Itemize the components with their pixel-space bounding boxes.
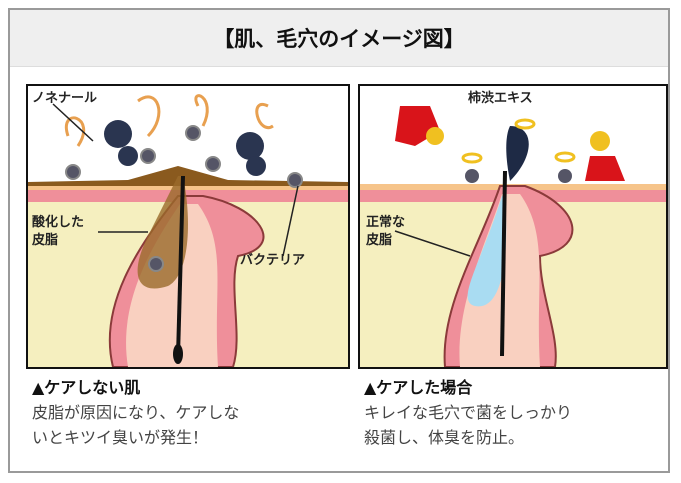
page-title: 【肌、毛穴のイメージ図】 [10,10,668,67]
untreated-skin-illustration: ノネナール 酸化した 皮脂 バクテリア [26,84,350,369]
untreated-description-line-1: 皮脂が原因になり、ケアしな [32,403,240,422]
label-nonenal: ノネナール [32,91,97,106]
treated-description-line-1: キレイな毛穴で菌をしっかり [364,403,573,422]
treated-skin-illustration: 柿渋エキス 正常な 皮脂 [358,84,668,369]
diagram-frame: 【肌、毛穴のイメージ図】 ノネナ [8,8,670,473]
untreated-caption: ▲ケアしない肌 [32,378,141,397]
treated-caption: ▲ケアした場合 [364,378,473,397]
label-normal-sebum-1: 正常な [366,214,405,230]
label-oxidized-sebum-2: 皮脂 [31,232,58,248]
label-persimmon-extract: 柿渋エキス [468,90,533,106]
untreated-description-line-2: いとキツイ臭いが発生！ [32,428,209,447]
label-oxidized-sebum-1: 酸化した [32,214,84,230]
label-normal-sebum-2: 皮脂 [365,232,392,248]
treated-description-line-2: 殺菌し、体臭を防止。 [364,428,525,447]
label-bacteria: バクテリア [240,253,305,268]
